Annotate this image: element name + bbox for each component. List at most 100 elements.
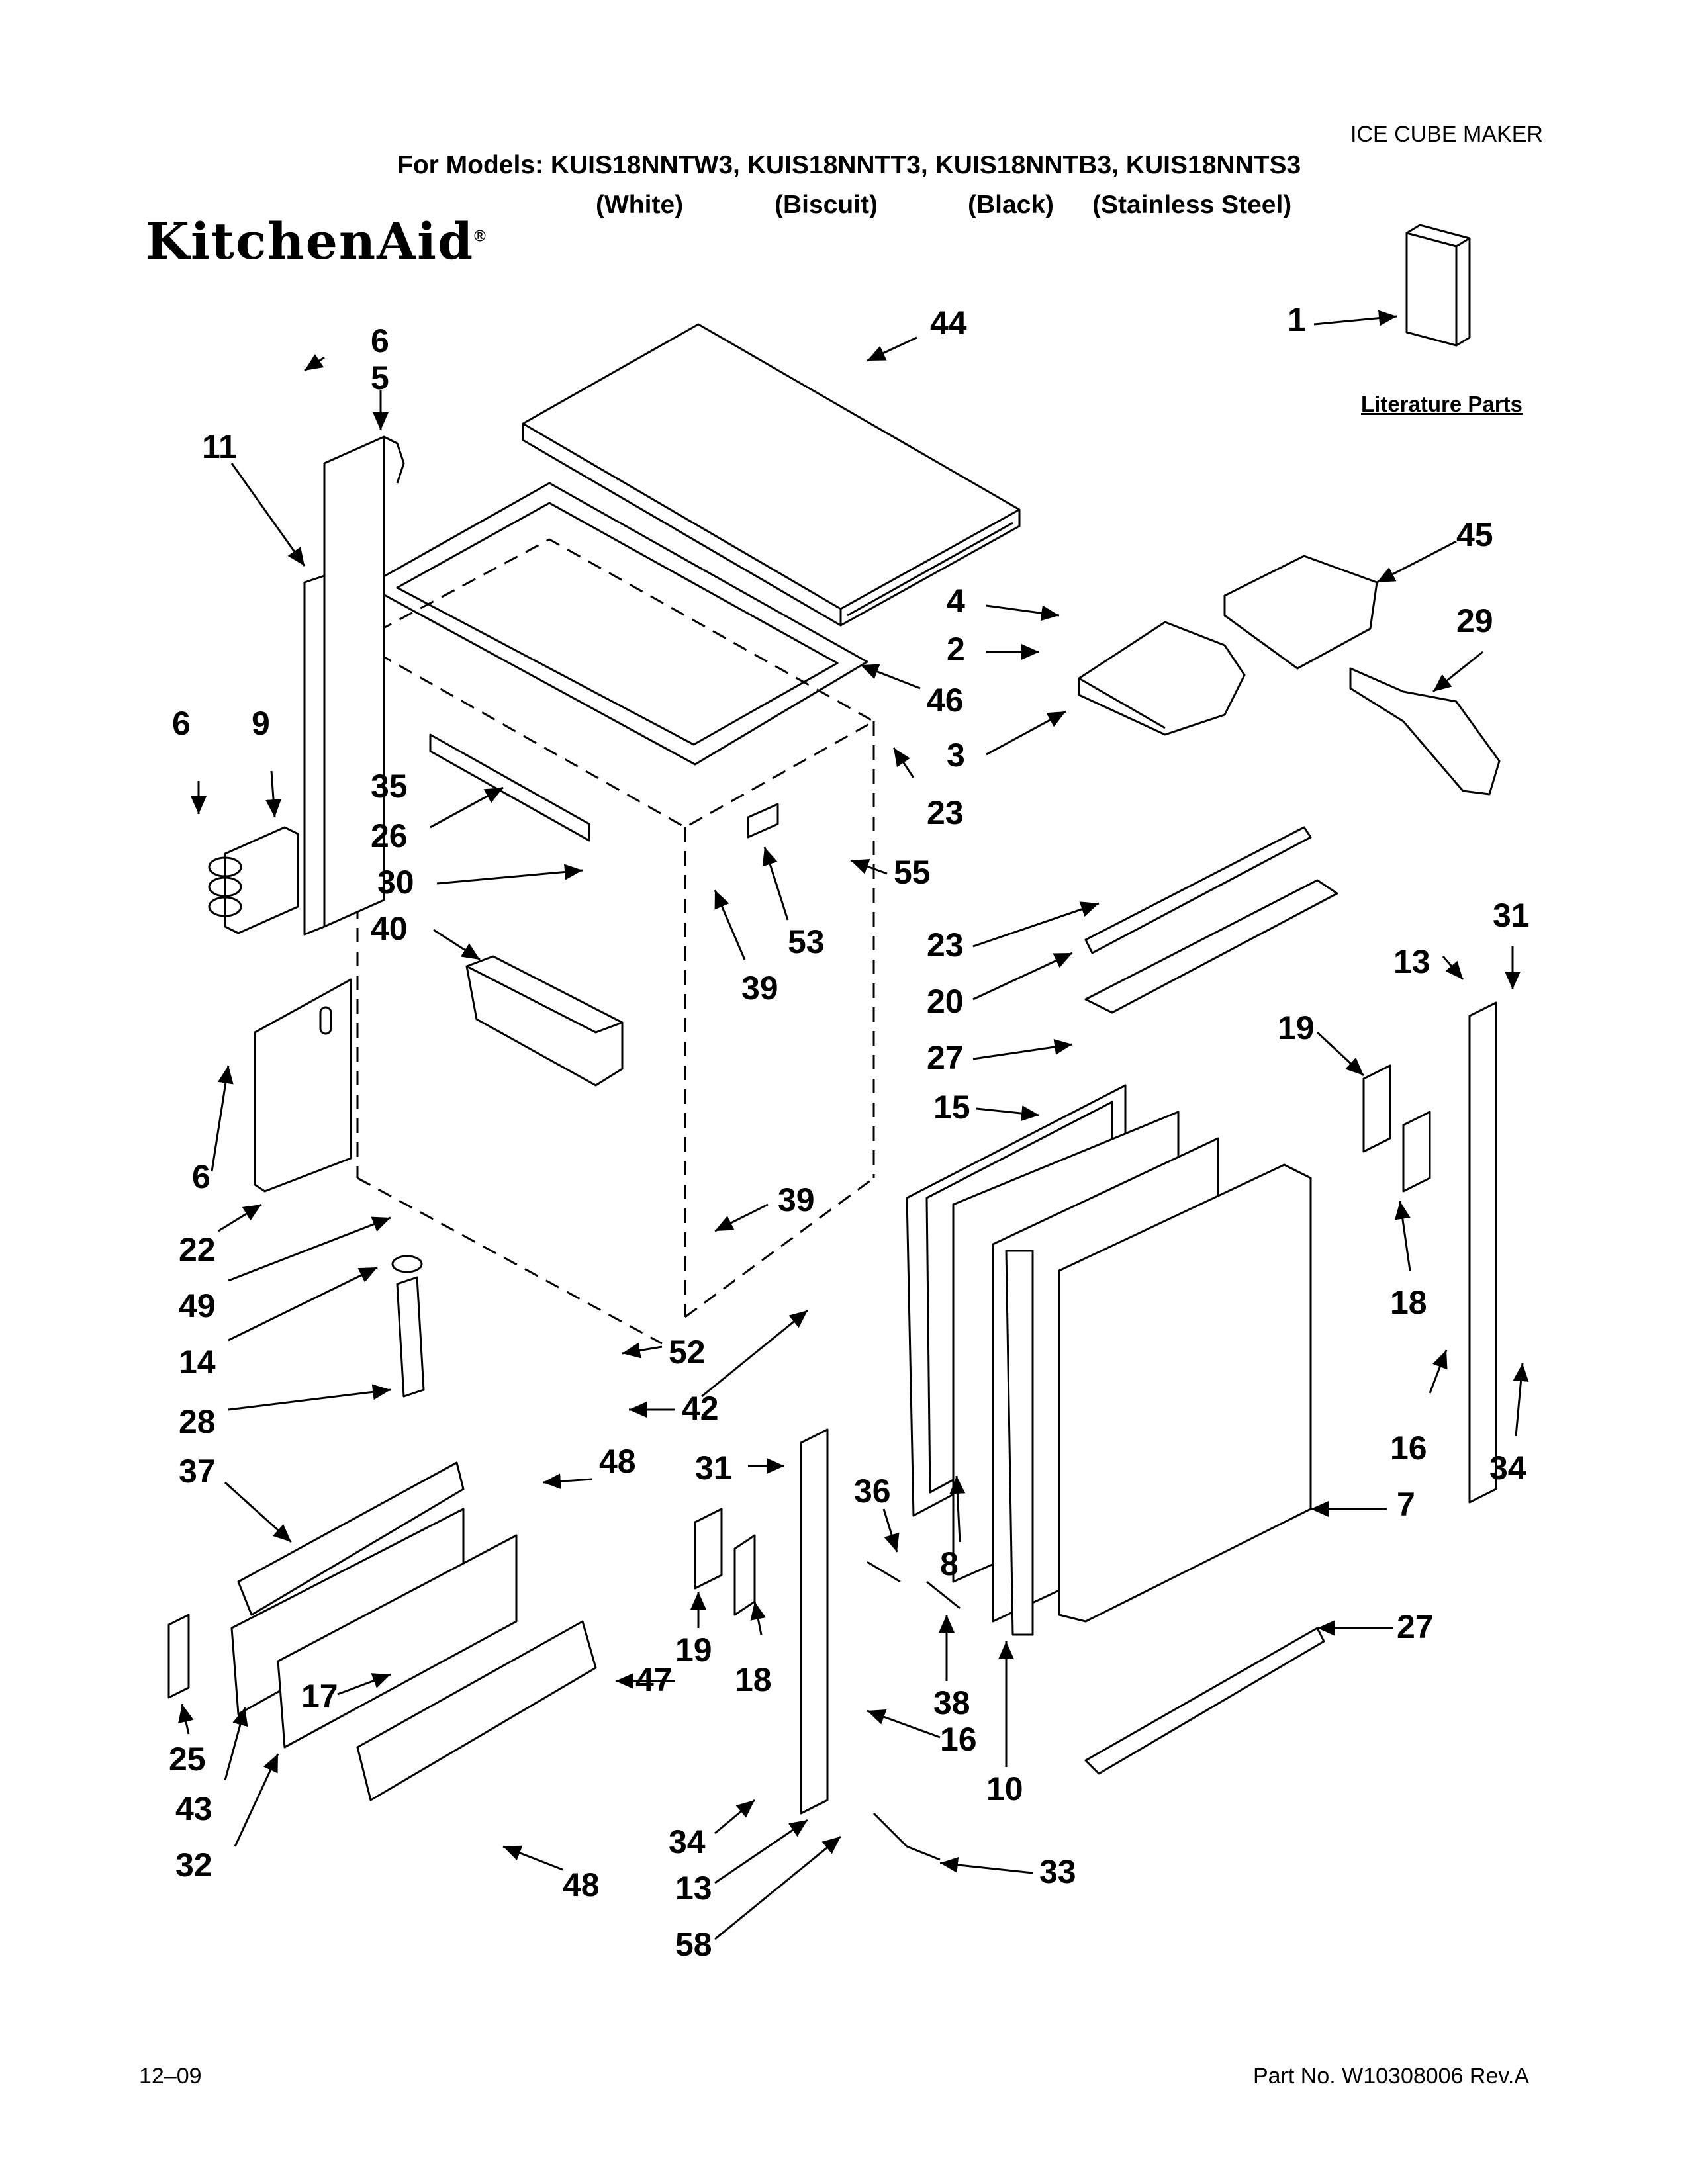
leader-23-mid (972, 901, 1100, 948)
leader-15 (976, 1105, 1040, 1122)
part-label: 26 (371, 817, 408, 854)
part-label: 27 (927, 1039, 964, 1076)
leader-17 (337, 1673, 391, 1696)
leader-46 (860, 664, 921, 690)
brand-logo: KitchenAid® (146, 212, 486, 271)
leader-43 (224, 1707, 248, 1781)
part-label: 11 (202, 428, 237, 465)
tray-drawing (465, 955, 624, 1087)
models-line: For Models: KUIS18NNTW3, KUIS18NNTT3, KU… (397, 151, 1301, 179)
part-label: 37 (179, 1453, 216, 1490)
part-label: 53 (788, 923, 825, 960)
part-label: 2 (947, 631, 965, 668)
leader-45 (1376, 540, 1457, 584)
part-label: 16 (1390, 1430, 1427, 1467)
part-label: 10 (986, 1770, 1023, 1807)
part-label: 13 (1393, 943, 1430, 980)
leader-25 (178, 1704, 194, 1735)
part-label: 20 (927, 983, 964, 1020)
leader-9 (265, 770, 282, 818)
literature-parts-label: Literature Parts (1361, 392, 1523, 416)
part-label: 48 (563, 1866, 600, 1903)
leader-33 (939, 1856, 1033, 1874)
top-frame-drawing (366, 482, 868, 766)
part-label: 39 (778, 1181, 815, 1218)
part-label: 55 (894, 854, 931, 891)
leader-58 (714, 1835, 841, 1940)
part-label: 32 (175, 1846, 212, 1884)
part-label: 17 (301, 1678, 338, 1715)
footer-date: 12–09 (139, 2064, 202, 2089)
part-label: 23 (927, 794, 964, 831)
leader-1 (1313, 310, 1397, 326)
bottom-trim-drawing (1084, 1627, 1325, 1775)
top-hinge-bar-drawing (1084, 826, 1338, 1014)
part-label: 25 (169, 1741, 206, 1778)
part-label: 22 (179, 1231, 216, 1268)
top-panel-drawing (522, 323, 1021, 627)
part-label: 16 (940, 1721, 977, 1758)
leader-53 (762, 846, 789, 921)
leader-8 (949, 1475, 966, 1543)
leader-13-right (1442, 956, 1464, 980)
part-label: 19 (675, 1631, 712, 1668)
leader-32 (234, 1753, 279, 1847)
part-label: 5 (371, 359, 389, 396)
leader-28 (228, 1384, 391, 1411)
footer-part-number: Part No. W10308006 Rev.A (1252, 2064, 1529, 2089)
leader-22 (218, 1203, 262, 1232)
variant-black: (Black) (968, 191, 1055, 219)
leader-14 (228, 1266, 378, 1342)
part-label: 23 (927, 927, 964, 964)
sheet-drawing (1223, 555, 1378, 670)
part-label: 39 (741, 970, 778, 1007)
part-label: 36 (854, 1473, 891, 1510)
part-label: 13 (675, 1870, 712, 1907)
category-label: ICE CUBE MAKER (1350, 122, 1543, 147)
part-label: 3 (947, 737, 965, 774)
leader-55 (850, 858, 888, 875)
part-label: 34 (669, 1823, 706, 1860)
part-label: 15 (933, 1089, 970, 1126)
small-parts-drawing (867, 1561, 961, 1861)
leader-44 (867, 336, 917, 362)
leader-37 (224, 1481, 293, 1543)
chute-drawing (1078, 621, 1246, 736)
variant-white: (White) (596, 191, 684, 219)
leader-18-left (750, 1601, 767, 1635)
leader-48-bottom (502, 1845, 563, 1871)
leader-19-right (1316, 1031, 1365, 1077)
leader-49 (228, 1216, 391, 1282)
leader-39-bottom (714, 1203, 769, 1232)
rail-drawing (429, 733, 590, 842)
left-hinge-bar-drawing (800, 1428, 829, 1815)
door-assembly-drawing (906, 1084, 1312, 1636)
part-label: 18 (1390, 1284, 1427, 1321)
part-label: 46 (927, 682, 964, 719)
leader-13-left (714, 1819, 808, 1884)
part-label: 49 (179, 1287, 216, 1324)
leader-39-top (714, 889, 746, 960)
side-bracket-drawing (303, 435, 405, 936)
leader-30 (436, 864, 583, 885)
leader-27-top (972, 1039, 1073, 1060)
scoop-drawing (1349, 667, 1501, 796)
leader-40 (433, 929, 481, 961)
part-label: 52 (669, 1334, 706, 1371)
leader-20 (972, 952, 1073, 1001)
part-label: 28 (179, 1403, 216, 1440)
part-label: 35 (371, 768, 408, 805)
brand-mark: ® (474, 227, 486, 246)
part-label: 6 (192, 1158, 211, 1195)
leader-29 (1432, 651, 1483, 693)
leader-4 (986, 604, 1060, 621)
part-label: 33 (1039, 1853, 1076, 1890)
part-label: 47 (635, 1661, 673, 1698)
part-label: 58 (675, 1926, 712, 1963)
part-label: 42 (682, 1390, 719, 1427)
leader-34-left (714, 1799, 755, 1835)
leader-23-top (892, 747, 915, 778)
leader-16-right (1429, 1349, 1448, 1394)
leader-11 (230, 463, 306, 567)
